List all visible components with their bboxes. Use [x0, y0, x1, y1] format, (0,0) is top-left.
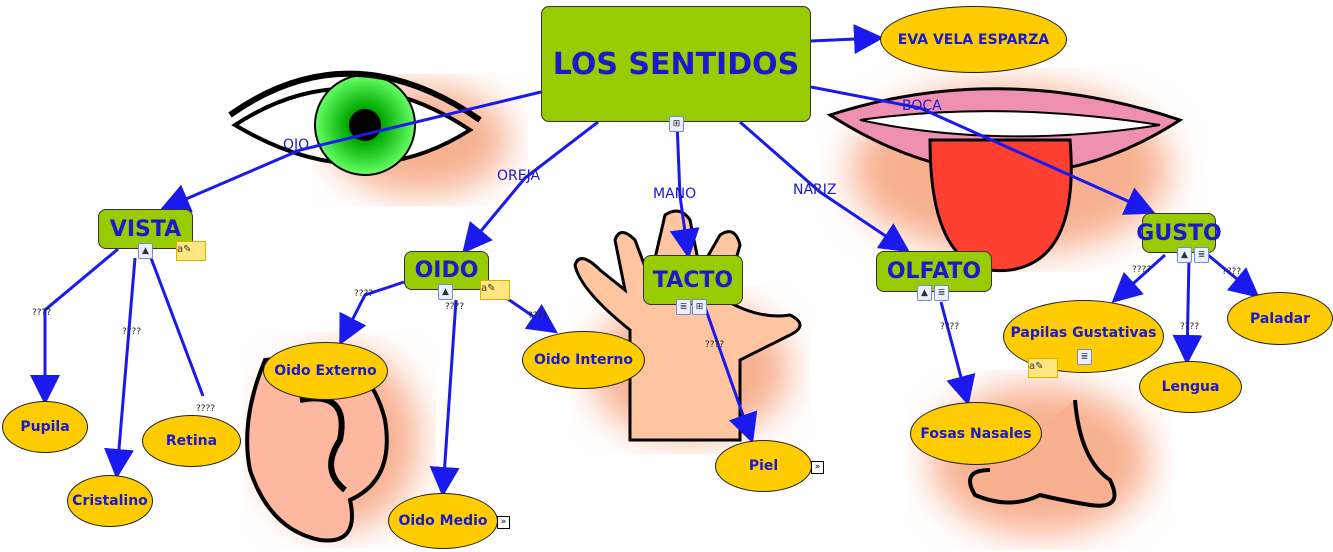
leaf-oido-externo[interactable]: Oido Externo	[263, 342, 388, 400]
leaf-label: Cristalino	[72, 493, 148, 509]
link-label-unknown[interactable]: ????	[445, 302, 465, 312]
link-label-mano[interactable]: MANO	[653, 186, 697, 202]
leaf-label: Retina	[165, 433, 218, 449]
leaf-label: Paladar	[1250, 310, 1310, 327]
link-mano	[669, 121, 700, 259]
link-pupila	[30, 247, 119, 405]
leaf-fosas-nasales[interactable]: Fosas Nasales	[910, 402, 1042, 465]
link-label-unknown[interactable]: ????	[705, 340, 725, 350]
leaf-oido-medio[interactable]: Oido Medio	[388, 493, 498, 549]
leaf-retina[interactable]: Retina	[142, 415, 241, 467]
note-icon[interactable]: a✎	[176, 241, 206, 261]
leaf-piel[interactable]: Piel	[715, 440, 812, 492]
link-boca	[810, 85, 1156, 215]
link-piel	[703, 306, 758, 444]
mouth-illustration	[826, 85, 1184, 273]
concept-label: TACTO	[652, 267, 734, 293]
concept-label: GUSTO	[1136, 220, 1222, 246]
link-oido-medio	[429, 299, 460, 497]
link-papilas	[1111, 253, 1167, 304]
leaf-oido-interno[interactable]: Oido Interno	[522, 331, 645, 389]
link-label-unknown[interactable]: ????	[196, 404, 216, 414]
author-name: EVA VELA ESPARZA	[897, 31, 1050, 48]
link-retina	[146, 249, 205, 397]
leaf-label: Oido Interno	[533, 352, 634, 368]
submap-icon[interactable]: ⊞	[669, 116, 684, 132]
leaf-label: Oido Externo	[274, 363, 377, 379]
link-label-unknown[interactable]: ????	[122, 327, 142, 337]
concept-label: VISTA	[109, 216, 182, 242]
leaf-pupila[interactable]: Pupila	[2, 401, 88, 453]
link-label-boca[interactable]: BOCA	[902, 98, 942, 114]
link-paladar	[1207, 253, 1260, 298]
concept-tacto[interactable]: TACTO	[643, 255, 743, 305]
document-icon[interactable]: ≣	[1077, 349, 1092, 365]
leaf-lengua[interactable]: Lengua	[1139, 361, 1242, 413]
link-label-unknown[interactable]: ????	[1132, 265, 1152, 275]
link-label-ojo[interactable]: OJO	[283, 137, 310, 153]
link-ojo	[159, 90, 542, 213]
image-icon[interactable]: ▲	[1177, 247, 1192, 263]
leaf-label: Pupila	[20, 419, 70, 435]
document-icon[interactable]: ≣	[1194, 247, 1209, 263]
link-fosas	[939, 301, 976, 406]
link-oido-externo	[339, 280, 405, 346]
main-concept[interactable]: LOS SENTIDOS	[541, 6, 811, 122]
eye-illustration	[228, 70, 510, 195]
leaf-label: Oido Medio	[398, 513, 488, 529]
document-icon[interactable]: ≣	[934, 285, 949, 301]
link-oido-interno	[504, 295, 558, 334]
concept-label: OIDO	[414, 258, 479, 283]
link-label-oreja[interactable]: OREJA	[497, 168, 541, 184]
link-label-unknown[interactable]: ????	[32, 308, 52, 318]
expand-icon[interactable]: »	[497, 516, 510, 529]
link-label-unknown[interactable]: ????	[528, 311, 548, 321]
link-oreja	[462, 120, 599, 254]
leaf-label: Papilas Gustativas	[1010, 325, 1157, 341]
image-icon[interactable]: ▲	[917, 285, 932, 301]
link-label-unknown[interactable]: ????	[1180, 322, 1200, 332]
link-label-unknown[interactable]: ????	[1222, 267, 1242, 277]
leaf-label: Lengua	[1161, 379, 1220, 395]
leaf-cristalino[interactable]: Cristalino	[67, 475, 153, 527]
leaf-label: Fosas Nasales	[920, 425, 1032, 442]
link-nariz	[739, 120, 910, 253]
concept-gusto[interactable]: GUSTO	[1136, 213, 1222, 253]
expand-icon[interactable]: »	[811, 461, 824, 474]
note-icon[interactable]: a✎	[480, 280, 510, 300]
leaf-label: Piel	[748, 458, 779, 474]
link-label-unknown[interactable]: ????	[940, 322, 960, 332]
link-cristalino	[104, 257, 137, 479]
note-icon[interactable]: a✎	[1028, 358, 1058, 378]
submap-icon[interactable]: ⊞	[692, 299, 707, 315]
document-icon[interactable]: ≣	[676, 299, 691, 315]
main-title: LOS SENTIDOS	[552, 46, 800, 82]
concept-oido[interactable]: OIDO	[404, 251, 489, 290]
link-author	[810, 24, 884, 55]
link-lengua	[1172, 257, 1203, 365]
image-icon[interactable]: ▲	[438, 284, 453, 300]
leaf-paladar[interactable]: Paladar	[1227, 292, 1333, 345]
image-icon[interactable]: ▲	[138, 243, 153, 259]
link-label-nariz[interactable]: NARIZ	[793, 182, 837, 198]
author-node[interactable]: EVA VELA ESPARZA	[880, 6, 1067, 73]
concept-label: OLFATO	[886, 259, 982, 284]
link-label-unknown[interactable]: ????	[354, 289, 374, 299]
